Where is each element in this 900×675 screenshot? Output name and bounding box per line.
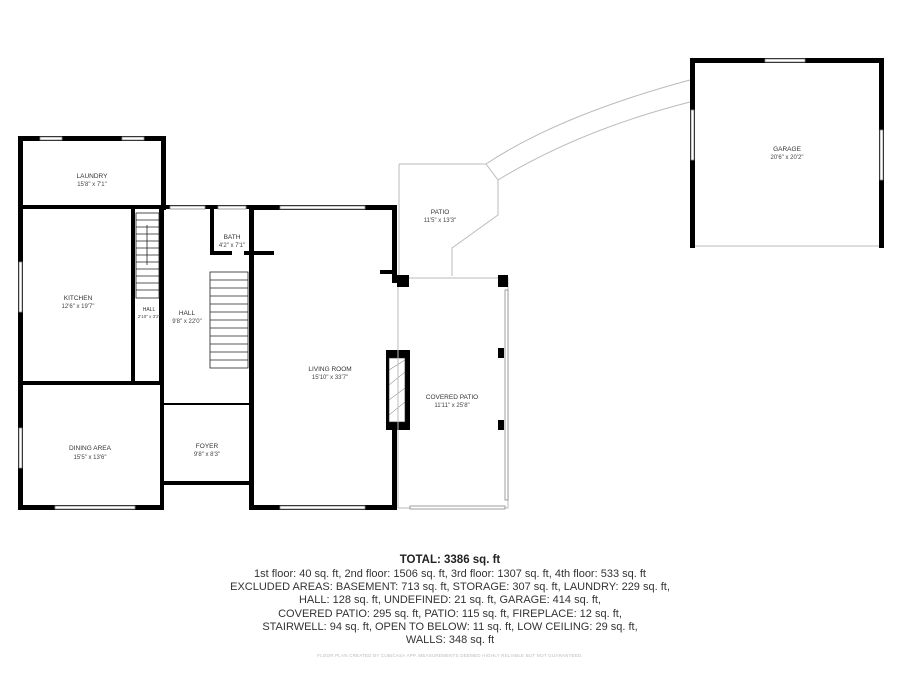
- patio-outline: [397, 79, 691, 510]
- foyer-label: FOYER: [196, 443, 219, 450]
- stairs: [135, 212, 249, 369]
- hall-small-dims: 2'10" x 3'2": [138, 314, 161, 319]
- summary-line: STAIRWELL: 94 sq. ft, OPEN TO BELOW: 11 …: [262, 620, 638, 633]
- covered-patio-label: COVERED PATIO: [426, 394, 479, 401]
- summary-line: EXCLUDED AREAS: BASEMENT: 713 sq. ft, ST…: [230, 581, 670, 594]
- garage-dims: 20'6" x 20'2": [771, 155, 804, 161]
- hall-label: HALL: [179, 310, 196, 317]
- floor-plan: LAUNDRY 15'8" x 7'1" KITCHEN 12'6" x 19'…: [18, 58, 884, 510]
- windows: [18, 136, 366, 510]
- garage-label: GARAGE: [773, 146, 801, 153]
- dining-label: DINING AREA: [69, 445, 112, 452]
- patio-dims: 11'5" x 13'3": [424, 218, 456, 224]
- patio-label: PATIO: [431, 209, 450, 216]
- room-labels: LAUNDRY 15'8" x 7'1" KITCHEN 12'6" x 19'…: [62, 146, 804, 461]
- dining-dims: 15'5" x 13'6": [74, 455, 107, 461]
- disclaimer: FLOOR PLAN CREATED BY CUBICASA APP. MEAS…: [317, 653, 583, 658]
- summary-line: 1st floor: 40 sq. ft, 2nd floor: 1506 sq…: [254, 568, 646, 580]
- covered-patio-dims: 11'11" x 25'8": [434, 403, 469, 409]
- hall-small-label: HALL: [143, 307, 156, 313]
- foyer-dims: 9'8" x 8'3": [194, 452, 220, 458]
- hall-dims: 9'8" x 22'0": [172, 319, 202, 325]
- summary-line: HALL: 128 sq. ft, UNDEFINED: 21 sq. ft, …: [298, 594, 601, 607]
- living-room-label: LIVING ROOM: [308, 366, 351, 373]
- area-summary: TOTAL: 3386 sq. ft 1st floor: 40 sq. ft,…: [0, 553, 900, 647]
- living-room-dims: 15'10" x 33'7": [312, 375, 348, 381]
- total-area: TOTAL: 3386 sq. ft: [399, 554, 501, 566]
- summary-line: WALLS: 348 sq. ft: [405, 634, 495, 647]
- laundry-label: LAUNDRY: [77, 173, 109, 180]
- bath-dims: 4'2" x 7'1": [219, 243, 245, 249]
- kitchen-dims: 12'6" x 19'7": [62, 304, 95, 310]
- summary-line: COVERED PATIO: 295 sq. ft, PATIO: 115 sq…: [278, 607, 622, 620]
- bath-label: BATH: [224, 234, 241, 241]
- laundry-dims: 15'8" x 7'1": [77, 182, 107, 188]
- kitchen-label: KITCHEN: [64, 295, 93, 302]
- garage-walls: [690, 58, 884, 248]
